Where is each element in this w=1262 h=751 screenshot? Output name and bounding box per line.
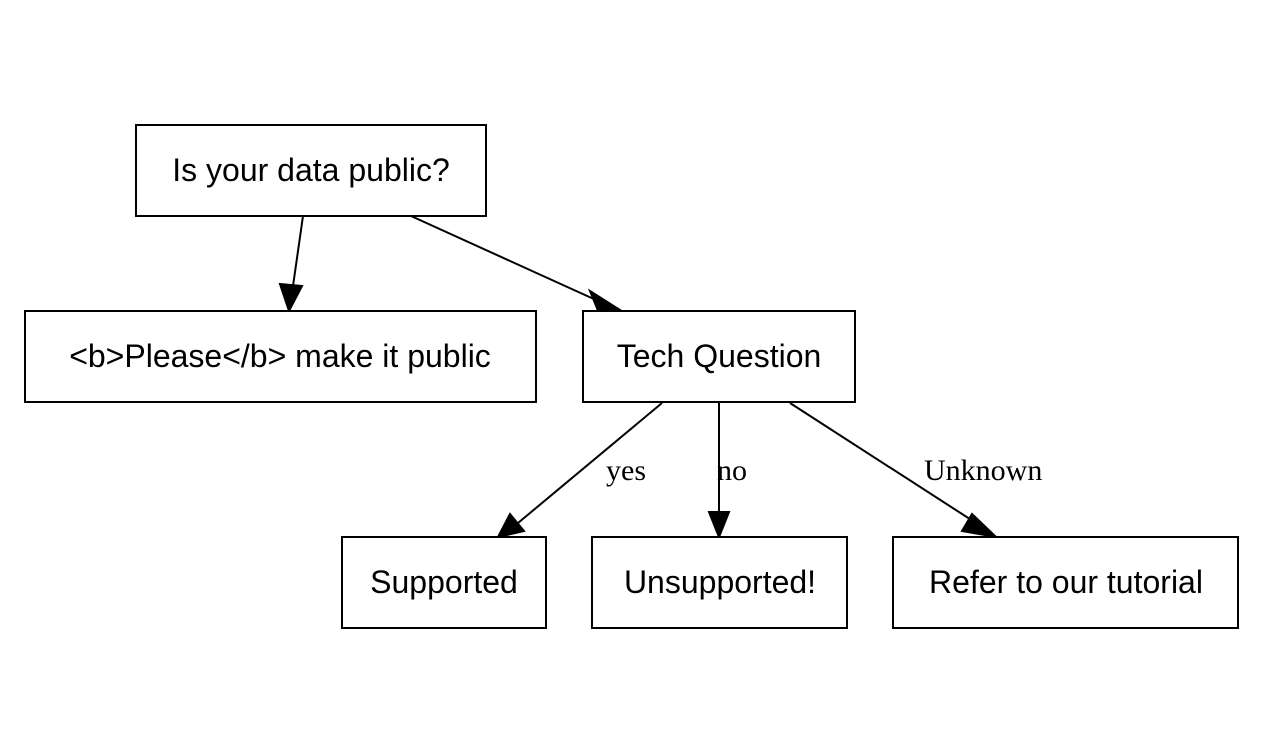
node-label: Unsupported! bbox=[624, 564, 816, 600]
node-label: Refer to our tutorial bbox=[929, 564, 1203, 600]
node-label: Supported bbox=[370, 564, 518, 600]
edge-label-unknown: Unknown bbox=[924, 454, 1042, 487]
node-box bbox=[582, 310, 856, 403]
node-box bbox=[341, 536, 547, 629]
edge-line bbox=[292, 215, 304, 287]
node-unsupported: Unsupported! bbox=[591, 536, 848, 629]
node-label: <b>Please</b> make it public bbox=[69, 338, 491, 374]
edge-line bbox=[410, 215, 597, 301]
node-tech-question: Tech Question bbox=[582, 310, 856, 403]
node-box bbox=[591, 536, 848, 629]
node-tutorial: Refer to our tutorial bbox=[892, 536, 1239, 629]
edge-line bbox=[517, 402, 663, 524]
edge-label-no: no bbox=[717, 454, 747, 487]
edge-line bbox=[789, 402, 977, 524]
edge-data-public-to-make-public bbox=[278, 215, 304, 314]
node-label: Is your data public? bbox=[172, 152, 450, 188]
arrowhead-icon bbox=[496, 512, 526, 539]
arrowhead-icon bbox=[707, 511, 731, 540]
node-make-public: <b>Please</b> make it public bbox=[24, 310, 537, 403]
node-box bbox=[892, 536, 1239, 629]
edge-data-public-to-tech-question bbox=[410, 215, 623, 315]
arrowhead-icon bbox=[278, 282, 304, 314]
node-box bbox=[24, 310, 537, 403]
arrowhead-icon bbox=[587, 288, 623, 315]
node-supported: Supported bbox=[341, 536, 547, 629]
edge-tech-question-to-unsupported: no bbox=[707, 403, 747, 540]
node-box bbox=[135, 124, 487, 217]
edge-label-yes: yes bbox=[606, 454, 646, 487]
edge-tech-question-to-supported: yes bbox=[496, 402, 663, 539]
edge-tech-question-to-tutorial: Unknown bbox=[789, 402, 1042, 539]
node-data-public: Is your data public? bbox=[135, 124, 487, 217]
node-label: Tech Question bbox=[617, 338, 822, 374]
arrowhead-icon bbox=[960, 512, 1000, 539]
